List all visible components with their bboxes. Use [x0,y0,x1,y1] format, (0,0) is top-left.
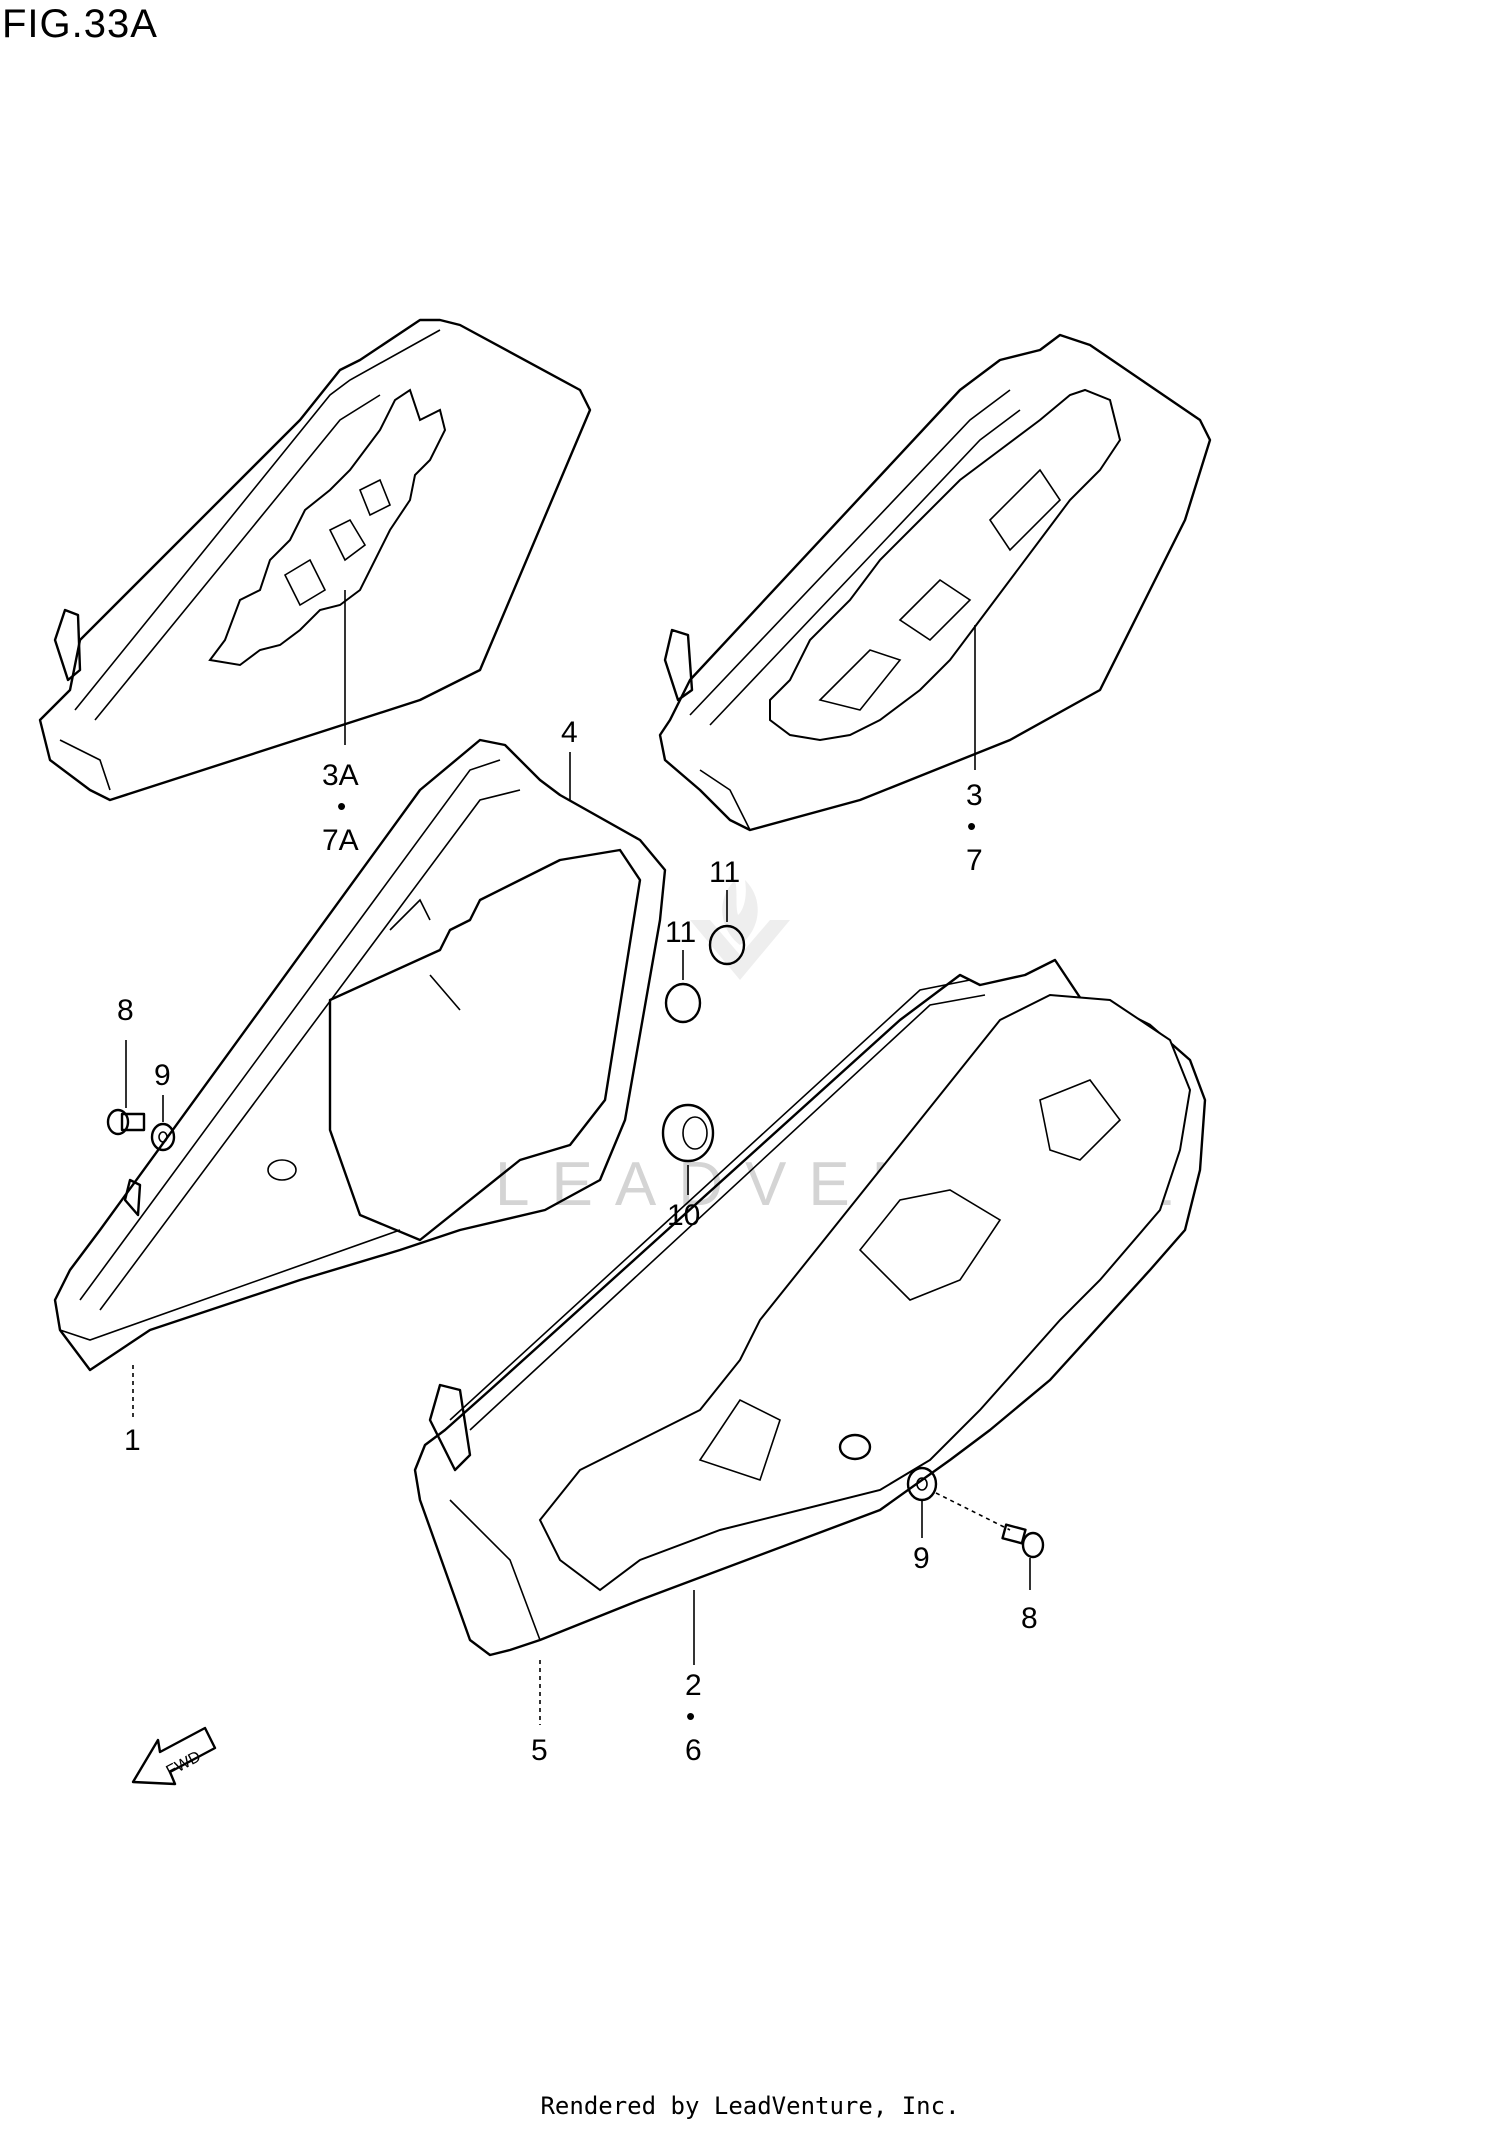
label-4: 4 [561,716,578,749]
label-sep-3: • [967,811,976,841]
label-11-bottom: 11 [665,916,696,949]
label-sep-2: • [686,1701,695,1731]
leader-washer-bolt [935,1492,1011,1531]
label-8-right: 8 [1021,1602,1038,1635]
label-7a: 7A [322,824,359,857]
label-7: 7 [966,844,983,877]
grommet-11-bottom[interactable] [664,982,702,1024]
label-9-right: 9 [913,1542,930,1575]
washer-right[interactable] [906,1466,938,1502]
fwd-arrow-icon: FWD [131,1726,217,1786]
label-1: 1 [124,1424,141,1457]
label-3: 3 [966,779,983,812]
watermark-logo-icon [690,880,790,980]
label-6: 6 [685,1734,702,1767]
label-8-left: 8 [117,994,134,1027]
label-11-top: 11 [709,856,740,889]
label-3a: 3A [322,759,359,792]
label-9-left: 9 [154,1059,171,1092]
label-sep-3a: • [337,791,346,821]
label-2: 2 [685,1669,702,1702]
side-cover-left-upper[interactable] [38,318,592,802]
grommet-10[interactable] [661,1103,715,1163]
bolt-left[interactable] [106,1108,146,1136]
bolt-right[interactable] [1001,1523,1045,1559]
fwd-arrow-label: FWD [164,1748,204,1780]
washer-left[interactable] [150,1122,176,1152]
side-cover-left-middle[interactable] [53,738,667,1372]
footer-credit: Rendered by LeadVenture, Inc. [540,2092,960,2120]
label-5: 5 [531,1734,548,1767]
side-cover-lower[interactable] [413,958,1207,1657]
figure-title: FIG.33A [2,2,158,46]
side-cover-right-upper[interactable] [658,333,1212,832]
grommet-11-top[interactable] [708,924,746,966]
